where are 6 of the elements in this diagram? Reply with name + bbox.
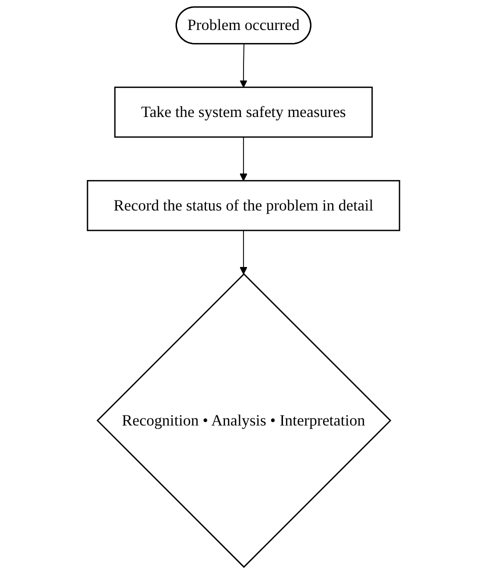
arrow	[240, 136, 248, 182]
node-diamond: Recognition • Analysis • Interpretation	[96, 273, 392, 568]
arrow	[240, 230, 248, 274]
arrow	[240, 44, 248, 88]
node-box: Record the status of the problem in detail	[86, 180, 400, 232]
node-box: Take the system safety measures	[114, 86, 373, 138]
